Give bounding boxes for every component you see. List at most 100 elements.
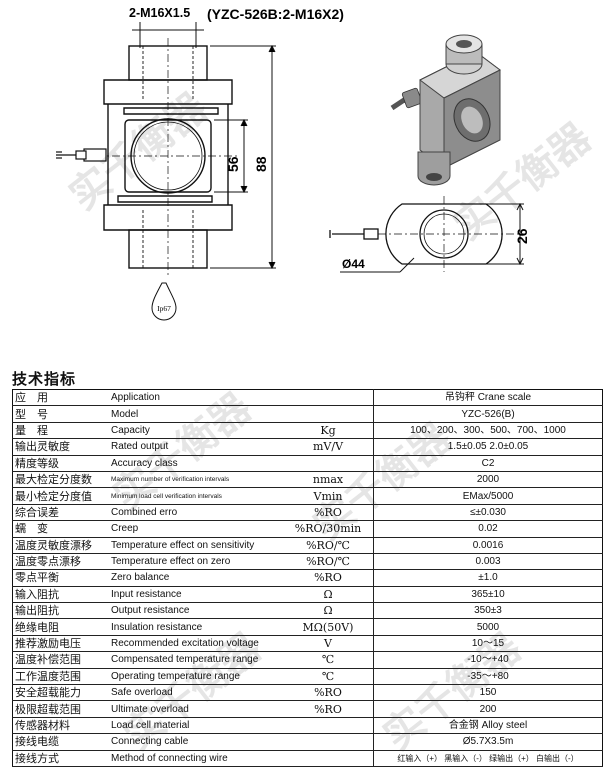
spec-name-cn: 推荐激励电压 xyxy=(12,635,109,653)
spec-name-cn: 极限超载范围 xyxy=(12,700,109,718)
spec-name-cn: 零点平衡 xyxy=(12,569,109,587)
spec-name-cn: 输入阻抗 xyxy=(12,586,109,604)
spec-unit: MΩ(50V) xyxy=(283,618,374,636)
spec-name-en: Maximum number of verification intervals xyxy=(109,471,283,489)
spec-value: 365±10 xyxy=(373,586,603,604)
spec-unit: ℃ xyxy=(283,668,374,686)
spec-value: ±1.0 xyxy=(373,569,603,587)
spec-value: 0.0016 xyxy=(373,537,603,554)
spec-unit: ℃ xyxy=(283,651,374,669)
spec-name-cn: 传感器材料 xyxy=(12,717,109,735)
spec-name-cn: 蠕 变 xyxy=(12,520,109,538)
dim-56-label: 56 xyxy=(225,156,241,172)
spec-unit xyxy=(283,750,374,767)
spec-value: Ø5.7X3.5m xyxy=(373,733,603,751)
spec-name-cn: 量 程 xyxy=(12,422,109,440)
spec-name-en: Recommended excitation voltage xyxy=(109,635,283,653)
spec-name-cn: 型 号 xyxy=(12,405,109,423)
spec-unit: Vmin xyxy=(283,487,374,505)
spec-value: 红输入（+） 黑输入（-） 绿输出（+） 白输出（-） xyxy=(373,750,603,767)
spec-unit: %RO/℃ xyxy=(283,553,374,571)
spec-unit xyxy=(283,389,374,407)
dim-diameter-label: Ø44 xyxy=(342,257,365,271)
spec-name-cn: 精度等级 xyxy=(12,455,109,472)
spec-name-en: Operating temperature range xyxy=(109,668,283,686)
product-3d-render xyxy=(390,34,501,186)
spec-name-en: Output resistance xyxy=(109,602,283,620)
spec-name-cn: 综合误差 xyxy=(12,504,109,522)
spec-value: 0.003 xyxy=(373,553,603,571)
spec-value: 200 xyxy=(373,700,603,718)
spec-name-cn: 应 用 xyxy=(12,389,109,407)
spec-unit xyxy=(283,455,374,472)
spec-value: C2 xyxy=(373,455,603,472)
spec-value: 150 xyxy=(373,684,603,702)
spec-name-cn: 安全超载能力 xyxy=(12,684,109,702)
dim-88-label: 88 xyxy=(253,156,269,172)
spec-name-en: Insulation resistance xyxy=(109,618,283,636)
spec-value: 吊钩秤 Crane scale xyxy=(373,389,603,407)
spec-value: 5000 xyxy=(373,618,603,636)
spec-name-cn: 工作温度范围 xyxy=(12,668,109,686)
ip67-tag: Ip67 xyxy=(151,282,177,321)
spec-name-en: Temperature effect on sensitivity xyxy=(109,537,283,554)
side-view xyxy=(329,196,526,273)
spec-value: EMax/5000 xyxy=(373,487,603,505)
spec-name-en: Application xyxy=(109,389,283,407)
spec-name-en: Model xyxy=(109,405,283,423)
spec-value: 0.02 xyxy=(373,520,603,538)
spec-section-title: 技术指标 xyxy=(12,370,77,388)
spec-value: 350±3 xyxy=(373,602,603,620)
spec-name-en: Zero balance xyxy=(109,569,283,587)
dimension-88 xyxy=(210,44,276,270)
spec-unit: %RO/℃ xyxy=(283,537,374,554)
spec-value: 100、200、300、500、700、1000 xyxy=(373,422,603,440)
spec-name-cn: 温度灵敏度漂移 xyxy=(12,537,109,554)
spec-name-cn: 绝缘电阻 xyxy=(12,618,109,636)
spec-value: 10～15 xyxy=(373,635,603,653)
dimension-56 xyxy=(214,118,248,194)
spec-name-en: Minimum load cell verification intervals xyxy=(109,487,283,505)
front-view xyxy=(96,38,240,276)
model-thread-label: (YZC-526B:2-M16X2) xyxy=(207,6,344,22)
spec-name-en: Connecting cable xyxy=(109,733,283,751)
spec-name-en: Temperature effect on zero xyxy=(109,553,283,571)
spec-unit: mV/V xyxy=(283,438,374,456)
thread-spec-label: 2-M16X1.5 xyxy=(129,6,190,20)
spec-name-cn: 最大检定分度数 xyxy=(12,471,109,489)
spec-name-cn: 输出阻抗 xyxy=(12,602,109,620)
technical-drawing: 2-M16X1.5 (YZC-526B:2-M16X2) xyxy=(56,6,530,321)
spec-unit: %RO xyxy=(283,700,374,718)
spec-value: ≤±0.030 xyxy=(373,504,603,522)
spec-unit xyxy=(283,717,374,735)
spec-value: YZC-526(B) xyxy=(373,405,603,423)
spec-name-en: Method of connecting wire xyxy=(109,750,283,767)
spec-value: -35～+80 xyxy=(373,668,603,686)
svg-text:Ip67: Ip67 xyxy=(157,304,171,313)
spec-unit: Ω xyxy=(283,602,374,620)
spec-name-cn: 温度零点漂移 xyxy=(12,553,109,571)
spec-unit: Ω xyxy=(283,586,374,604)
spec-unit xyxy=(283,405,374,423)
spec-unit: nmax xyxy=(283,471,374,489)
dim-26-label: 26 xyxy=(514,228,530,244)
spec-unit: %RO xyxy=(283,684,374,702)
